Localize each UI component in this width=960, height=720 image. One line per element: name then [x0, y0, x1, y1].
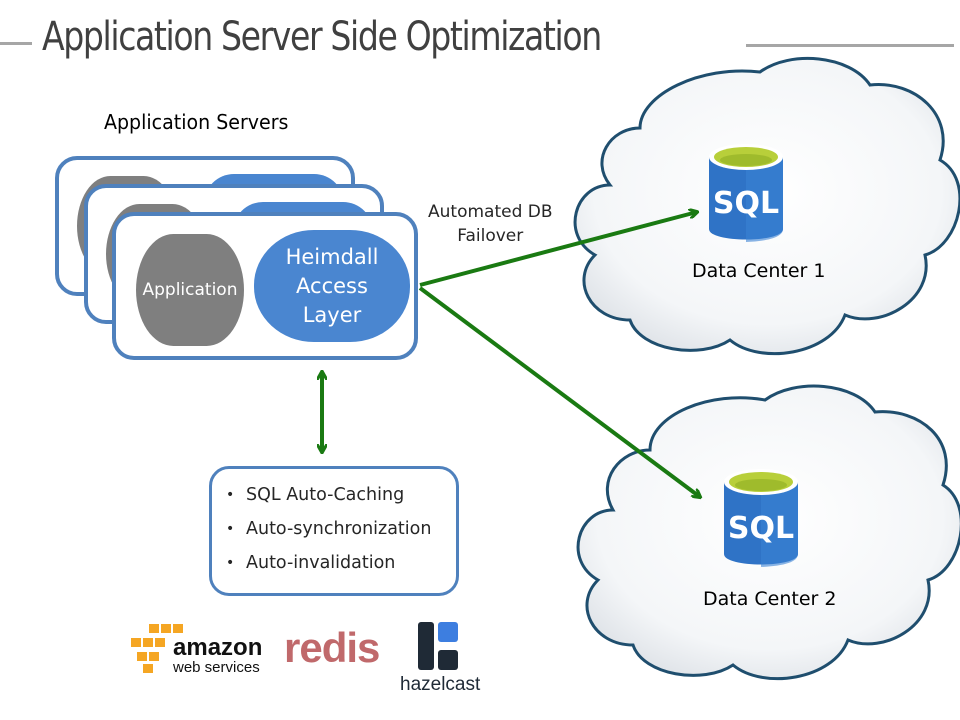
hazelcast-logo-text: hazelcast: [400, 674, 481, 695]
sql-icon-label: SQL: [713, 186, 779, 221]
application-label: Application: [142, 280, 238, 300]
heimdall-access-layer-block: Heimdall Access Layer: [254, 230, 410, 342]
aws-cubes-icon: amazon web services: [131, 624, 262, 676]
app-server-card-front: Application Heimdall Access Layer: [112, 212, 418, 360]
data-center-1-label: Data Center 1: [692, 260, 826, 282]
sql-database-icon: SQL: [709, 144, 783, 242]
title-row: Application Server Side Optimization: [0, 8, 960, 68]
title-divider-right: [746, 44, 954, 47]
access-layer-line: Layer: [302, 302, 362, 327]
aws-logo-subtext: web services: [172, 659, 260, 676]
hazelcast-logo: hazelcast: [400, 620, 490, 700]
failover-line: Failover: [457, 226, 524, 246]
redis-logo: redis: [284, 624, 380, 671]
title-divider-left: [0, 42, 32, 45]
page-title: Application Server Side Optimization: [42, 14, 602, 60]
sql-icon-label: SQL: [728, 511, 794, 546]
failover-label: Automated DB Failover: [428, 200, 553, 248]
sql-database-icon: SQL: [724, 469, 798, 567]
aws-logo: amazon web services: [129, 622, 269, 677]
feature-item: •SQL Auto-Caching: [226, 485, 405, 505]
aws-logo-text: amazon: [173, 634, 262, 661]
failover-arrow-to-dc1: [419, 212, 697, 287]
access-layer-line: Access: [296, 273, 368, 298]
access-layer-line: Heimdall: [285, 244, 379, 269]
failover-line: Automated DB: [428, 202, 553, 222]
feature-list: •SQL Auto-Caching •Auto-synchronization …: [212, 469, 456, 585]
feature-item: •Auto-synchronization: [226, 519, 432, 539]
feature-item: •Auto-invalidation: [226, 553, 396, 573]
caching-features-box: •SQL Auto-Caching •Auto-synchronization …: [209, 466, 459, 596]
hazelcast-mark-icon: [418, 622, 458, 670]
application-servers-heading: Application Servers: [104, 110, 289, 134]
application-block: Application: [136, 234, 244, 346]
data-center-2-label: Data Center 2: [703, 588, 837, 610]
failover-arrow-to-dc2: [418, 286, 700, 497]
